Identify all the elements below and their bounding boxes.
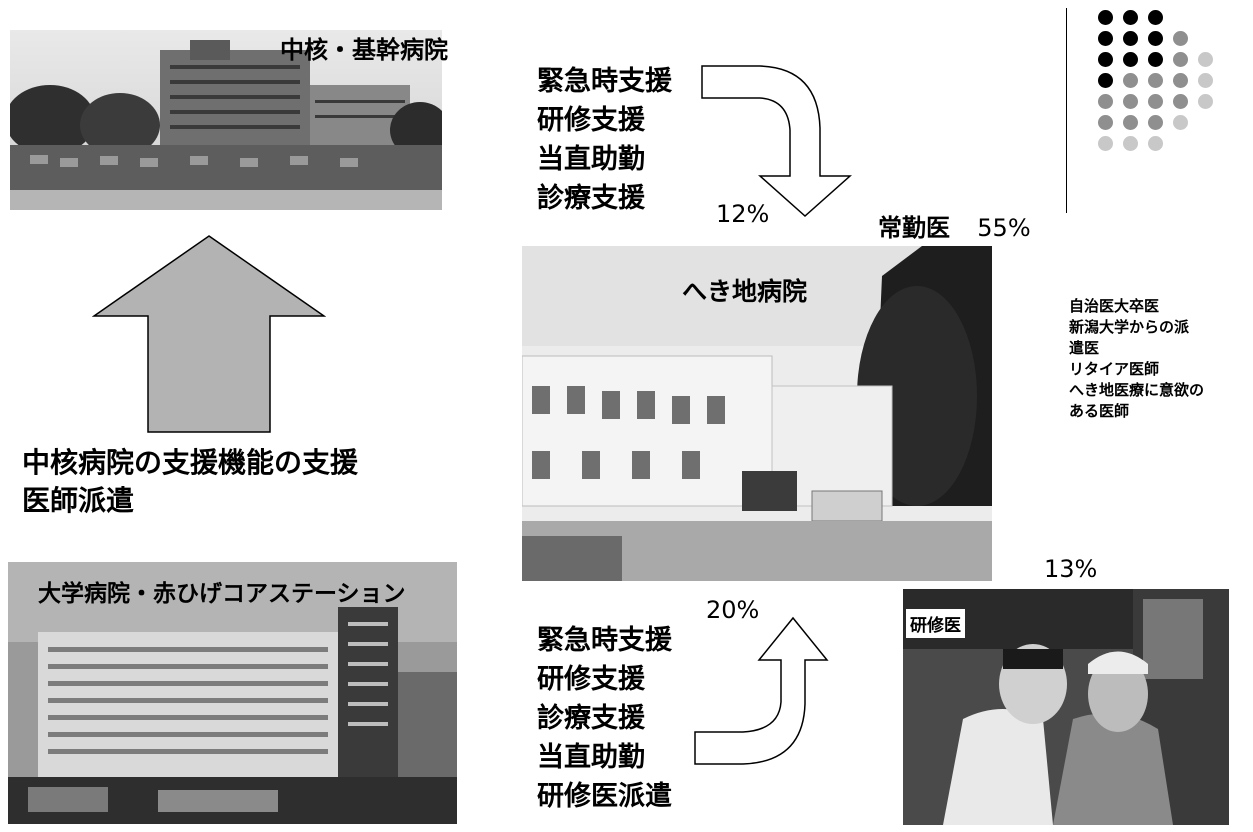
decorative-dot	[1148, 10, 1163, 25]
top-support-item: 研修支援	[537, 105, 645, 136]
bottom-support-item: 当直助勤	[537, 742, 645, 773]
decorative-dot	[1173, 31, 1188, 46]
decorative-dot	[1198, 73, 1213, 88]
decorative-dot	[1148, 136, 1163, 151]
decorative-dot	[1148, 31, 1163, 46]
decorative-dot	[1098, 73, 1113, 88]
curved-up-arrow-icon	[694, 616, 829, 765]
bottom-support-list: 緊急時支援 研修支援 診療支援 当直助勤 研修医派遣	[537, 621, 672, 816]
rural-hospital-photo	[522, 246, 992, 581]
decorative-dot	[1098, 136, 1113, 151]
decorative-dot	[1098, 52, 1113, 67]
fulltime-list-item: 新潟大学からの派	[1069, 318, 1190, 336]
decorative-dot	[1173, 73, 1188, 88]
top-support-item: 緊急時支援	[537, 66, 672, 97]
decorative-dot	[1098, 10, 1113, 25]
bottom-support-item: 研修医派遣	[537, 781, 672, 812]
decorative-dot	[1148, 115, 1163, 130]
core-hospital-photo	[10, 30, 442, 210]
bottom-support-item: 診療支援	[537, 703, 645, 734]
fulltime-value: 55%	[977, 214, 1031, 242]
decorative-dot	[1123, 31, 1138, 46]
decorative-dot	[1173, 52, 1188, 67]
top-percentage: 12%	[716, 200, 770, 228]
fulltime-doctor-label: 常勤医 55%	[878, 208, 1031, 243]
fulltime-list-item: 遣医	[1069, 339, 1100, 357]
decorative-dot	[1148, 73, 1163, 88]
decorative-dot	[1123, 136, 1138, 151]
decorative-dot	[1148, 52, 1163, 67]
decorative-dot	[1173, 115, 1188, 130]
fulltime-list-item: へき地医療に意欲の	[1069, 381, 1205, 399]
top-support-item: 当直助勤	[537, 144, 645, 175]
decorative-dot	[1123, 52, 1138, 67]
trainee-caption: 研修医	[906, 609, 965, 638]
decorative-dot	[1098, 31, 1113, 46]
decorative-dot	[1173, 94, 1188, 109]
decorative-dot	[1123, 115, 1138, 130]
decorative-dot	[1098, 94, 1113, 109]
decorative-dot	[1098, 115, 1113, 130]
fulltime-list-item: 自治医大卒医	[1069, 297, 1160, 315]
support-function-line-2: 医師派遣	[22, 484, 135, 517]
up-arrow-icon	[92, 235, 326, 433]
core-hospital-caption: 中核・基幹病院	[280, 36, 448, 64]
fulltime-list-item: リタイア医師	[1069, 360, 1160, 378]
fulltime-list-item: ある医師	[1069, 402, 1130, 420]
fulltime-label: 常勤医	[878, 214, 950, 242]
curved-down-arrow-icon	[701, 65, 852, 218]
bottom-percentage: 20%	[706, 596, 760, 624]
decorative-dot	[1198, 94, 1213, 109]
rural-hospital-caption: へき地病院	[682, 277, 808, 306]
support-function-text: 中核病院の支援機能の支援 医師派遣	[22, 444, 358, 520]
university-hospital-photo	[8, 562, 457, 824]
decorative-dot	[1123, 10, 1138, 25]
decorative-dot	[1198, 52, 1213, 67]
vertical-divider	[1066, 8, 1067, 213]
decorative-dot	[1123, 73, 1138, 88]
decorative-dot-grid	[1066, 8, 1240, 223]
decorative-dot	[1148, 94, 1163, 109]
support-function-line-1: 中核病院の支援機能の支援	[22, 446, 359, 479]
bottom-support-item: 研修支援	[537, 664, 645, 695]
university-hospital-caption: 大学病院・赤ひげコアステーション	[38, 581, 406, 607]
fulltime-doctor-list: 自治医大卒医 新潟大学からの派 遣医 リタイア医師 へき地医療に意欲の ある医師	[1069, 296, 1204, 422]
decorative-dot	[1123, 94, 1138, 109]
trainee-percentage: 13%	[1044, 555, 1098, 583]
bottom-support-item: 緊急時支援	[537, 625, 672, 656]
top-support-item: 診療支援	[537, 183, 645, 214]
top-support-list: 緊急時支援 研修支援 当直助勤 診療支援	[537, 62, 672, 218]
